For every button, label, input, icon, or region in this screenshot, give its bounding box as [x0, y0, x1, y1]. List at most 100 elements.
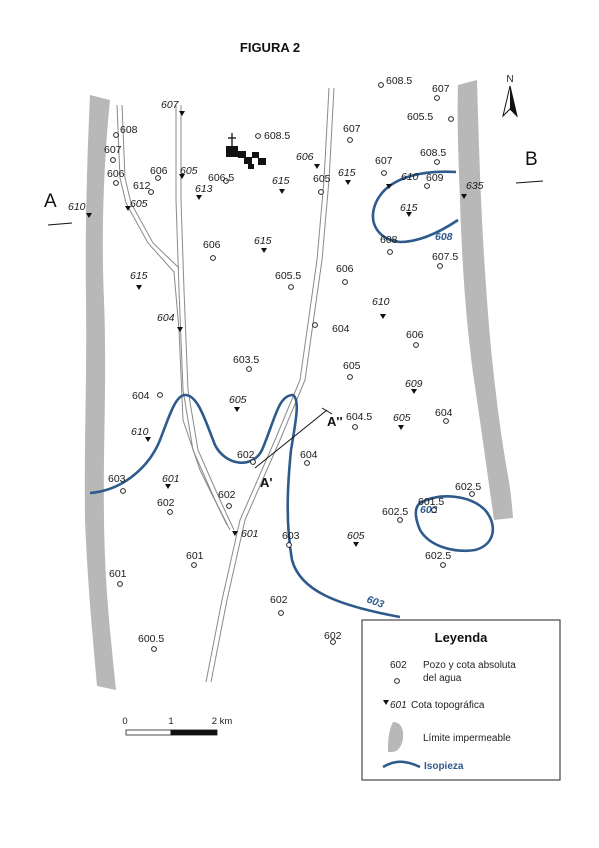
topo-point: 635 [461, 180, 484, 199]
topo-point: 610 [68, 201, 92, 218]
north-label: N [506, 74, 513, 85]
well: 601 [186, 550, 204, 568]
well: 602.5 [425, 550, 451, 568]
topo-point: 606 [296, 151, 320, 169]
legend-well-sample: 602 [390, 660, 407, 671]
topo-value: 615 [254, 235, 272, 247]
isopieza-603 [89, 393, 401, 619]
impermeable-limit-right [457, 80, 513, 520]
legend-well-symbol [394, 678, 400, 684]
well-value: 609 [426, 172, 444, 184]
scale-tick-0: 0 [122, 716, 127, 727]
section-label-a-prime: A' [260, 475, 272, 490]
well: 606 [406, 329, 424, 348]
well-value: 602.5 [382, 506, 408, 518]
topo-point: 605 [179, 165, 198, 179]
well-value: 607.5 [432, 251, 458, 263]
well-value: 604 [300, 449, 318, 461]
legend-iso-text: Isopieza [424, 761, 464, 772]
well-value: 607 [375, 155, 393, 167]
well: 602 [218, 489, 236, 509]
topo-value: 609 [405, 378, 423, 390]
well-value: 602 [324, 630, 342, 642]
legend-title: Leyenda [435, 630, 489, 645]
well-value: 606 [150, 165, 168, 177]
topo-value: 610 [401, 171, 419, 183]
well: 606 [203, 239, 221, 261]
topo-value: 604 [157, 312, 175, 324]
well: 600.5 [138, 633, 164, 652]
scale-tick-2: 2 km [212, 716, 233, 727]
well-value: 602 [157, 497, 175, 509]
well: 602 [157, 497, 175, 515]
well-value: 612 [133, 180, 151, 192]
isopieza-label: 602 [420, 504, 438, 516]
well: 606 [107, 168, 125, 186]
well-value: 601 [186, 550, 204, 562]
well-value: 605 [343, 360, 361, 372]
well-value: 606 [107, 168, 125, 180]
section-label-b: B [525, 149, 538, 170]
topo-point: 604 [157, 312, 183, 332]
topo-value: 605 [347, 530, 365, 542]
scale-tick-1: 1 [168, 716, 173, 727]
well: 606 [336, 263, 354, 285]
well: 605 [313, 173, 331, 195]
impermeable-limit-left [84, 95, 116, 690]
topo-value: 601 [241, 528, 259, 540]
well-value: 604.5 [346, 411, 372, 423]
well: 608.5 [378, 75, 412, 88]
topo-value: 615 [272, 175, 290, 187]
well: 607 [375, 155, 393, 176]
well-value: 605 [313, 173, 331, 185]
topo-value: 613 [195, 183, 213, 195]
north-arrow-icon [502, 85, 518, 118]
topo-value: 615 [130, 270, 148, 282]
well-value: 604 [332, 323, 350, 335]
topo-point: 615 [130, 270, 148, 290]
topo-point: 605 [347, 530, 365, 547]
well: 606.5 [208, 172, 234, 184]
well: 602.5 [382, 506, 408, 523]
section-label-a-double: A'' [327, 414, 343, 429]
well: 612 [133, 180, 154, 195]
well-value: 608.5 [264, 130, 290, 142]
well: 602.5 [455, 481, 481, 497]
well-value: 603 [108, 473, 126, 485]
isopieza-608 [371, 170, 459, 244]
well-value: 606 [406, 329, 424, 341]
topo-point: 615 [254, 235, 272, 253]
section-lines [47, 180, 544, 469]
town-icon [226, 133, 266, 169]
legend-impermeable-text: Límite impermeable [423, 733, 511, 744]
well-value: 601.5 [418, 496, 444, 508]
road-network [116, 87, 335, 683]
well-value: 602 [218, 489, 236, 501]
well: 606 [150, 165, 168, 181]
well: 605.5 [275, 270, 301, 290]
well-value: 605.5 [407, 111, 433, 123]
well-value: 604 [435, 407, 453, 419]
legend-box [361, 619, 561, 781]
topo-point: 615 [400, 202, 418, 217]
well: 608 [380, 234, 398, 255]
scale-bar [125, 729, 218, 736]
well-value: 604 [132, 390, 150, 402]
topo-value: 635 [466, 180, 484, 192]
well: 601 [109, 568, 127, 587]
well-value: 603 [282, 530, 300, 542]
well: 607.5 [432, 251, 458, 269]
well: 601.5 [418, 496, 444, 513]
legend-impermeable-symbol [388, 722, 404, 752]
legend-topo-text: Cota topográfica [411, 700, 485, 711]
topo-point: 605 [229, 394, 247, 412]
well-value: 608 [120, 124, 138, 136]
topo-value: 615 [338, 167, 356, 179]
topo-value: 610 [68, 201, 86, 213]
topo-value: 610 [372, 296, 390, 308]
topo-value: 605 [229, 394, 247, 406]
well: 604 [312, 322, 350, 335]
well: 603.5 [233, 354, 259, 372]
well: 607 [104, 144, 122, 163]
well: 602 [324, 630, 342, 645]
